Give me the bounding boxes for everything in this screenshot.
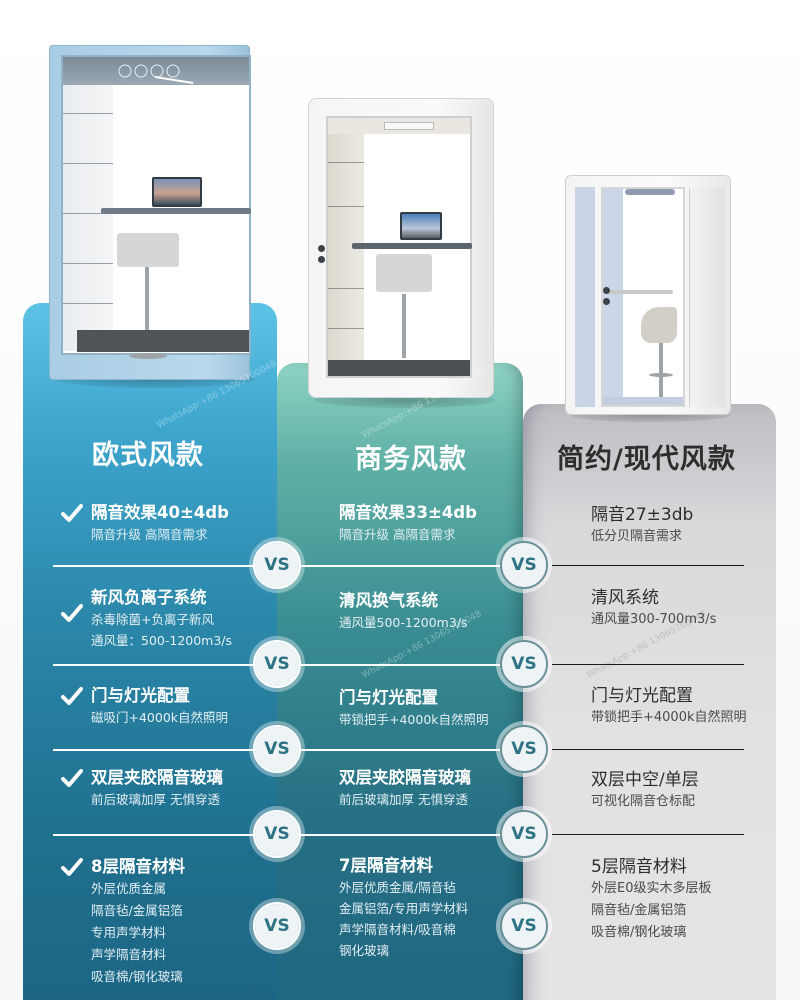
check-icon [61,858,83,876]
feature-detail: 专用声学材料 [91,925,167,940]
business-feature-ventilation: 清风换气系统 通风量500-1200m3/s [339,590,468,634]
feature-detail: 杀毒除菌+负离子新风 [91,612,214,627]
feature-detail: 通风量：500-1200m3/s [91,633,233,648]
business-booth-image [308,98,494,398]
vs-badge: VS [249,806,305,862]
feature-detail: 通风量300-700m3/s [591,612,717,627]
feature-title: 7层隔音材料 [339,856,433,875]
vs-badge: VS [496,721,552,777]
check-icon [61,504,83,522]
modern-feature-door-lighting: 门与灯光配置 带锁把手+4000k自然照明 [591,685,747,729]
feature-detail: 吸音棉/钢化玻璃 [91,969,183,984]
modern-style-heading: 简约/现代风款 [557,444,736,475]
vs-badge: VS [249,537,305,593]
european-style-heading: 欧式风款 [92,440,204,471]
feature-title: 双层中空/单层 [591,770,699,790]
ceiling-control-panel [63,57,249,85]
feature-title: 双层夹胶隔音玻璃 [339,768,471,787]
feature-detail: 带锁把手+4000k自然照明 [591,710,747,725]
feature-title: 8层隔音材料 [91,857,185,876]
feature-title: 清风换气系统 [339,591,438,610]
feature-title: 5层隔音材料 [591,857,687,877]
feature-title: 隔音27±3db [591,505,694,525]
feature-detail: 可视化隔音仓标配 [591,794,696,809]
vs-badge: VS [496,537,552,593]
vs-badge: VS [496,898,552,954]
european-booth-image [49,45,251,380]
feature-title: 清风系统 [591,588,659,608]
european-feature-door-lighting: 门与灯光配置 磁吸门+4000k自然照明 [61,685,229,729]
vs-badge: VS [496,636,552,692]
feature-title: 门与灯光配置 [339,688,438,707]
european-style-panel [23,303,277,1000]
european-feature-materials: 8层隔音材料 外层优质金属 隔音毡/金属铝箔 专用声学材料 声学隔音材料 吸音棉… [61,856,185,988]
feature-title: 门与灯光配置 [591,686,693,706]
vs-badge: VS [496,806,552,862]
door-handle-icon [318,245,325,252]
feature-detail: 前后玻璃加厚 无惧穿透 [339,792,468,807]
feature-title: 隔音效果33±4db [339,503,477,522]
feature-detail: 声学隔音材料 [91,947,167,962]
modern-feature-sound-insulation: 隔音27±3db 低分贝隔音需求 [591,504,693,548]
feature-detail: 低分贝隔音需求 [591,529,683,544]
modern-feature-materials: 5层隔音材料 外层E0级实木多层板 隔音毡/金属铝箔 吸音棉/钢化玻璃 [591,856,712,944]
feature-detail: 外层优质金属 [91,881,167,896]
feature-detail: 钢化玻璃 [339,943,390,958]
row-divider [552,834,744,836]
vs-badge: VS [249,636,305,692]
feature-detail: 隔音升级 高隔音需求 [339,527,456,542]
feature-detail: 吸音棉/钢化玻璃 [591,925,687,940]
feature-detail: 外层E0级实木多层板 [591,881,712,896]
check-icon [61,604,83,622]
feature-detail: 带锁把手+4000k自然照明 [339,712,489,727]
feature-detail: 通风量500-1200m3/s [339,615,468,630]
feature-detail: 外层优质金属/隔音毡 [339,880,456,895]
feature-detail: 前后玻璃加厚 无惧穿透 [91,792,220,807]
feature-detail: 隔音毡/金属铝箔 [91,903,183,918]
business-feature-glass: 双层夹胶隔音玻璃 前后玻璃加厚 无惧穿透 [339,767,471,811]
feature-title: 门与灯光配置 [91,686,190,705]
feature-title: 双层夹胶隔音玻璃 [91,768,223,787]
business-style-heading: 商务风款 [355,444,467,475]
vs-badge: VS [249,898,305,954]
european-feature-ventilation: 新风负离子系统 杀毒除菌+负离子新风 通风量：500-1200m3/s [61,587,233,651]
check-icon [61,687,83,705]
feature-detail: 隔音升级 高隔音需求 [91,527,208,542]
feature-detail: 声学隔音材料/吸音棉 [339,922,456,937]
check-icon [61,769,83,787]
european-feature-glass: 双层夹胶隔音玻璃 前后玻璃加厚 无惧穿透 [61,767,223,811]
modern-feature-glass: 双层中空/单层 可视化隔音仓标配 [591,769,699,813]
modern-feature-ventilation: 清风系统 通风量300-700m3/s [591,587,716,631]
feature-detail: 隔音毡/金属铝箔 [591,903,687,918]
business-feature-sound-insulation: 隔音效果33±4db 隔音升级 高隔音需求 [339,502,477,546]
business-feature-door-lighting: 门与灯光配置 带锁把手+4000k自然照明 [339,687,489,731]
vs-badge: VS [249,721,305,777]
modern-booth-image [565,175,731,415]
business-feature-materials: 7层隔音材料 外层优质金属/隔音毡 金属铝箔/专用声学材料 声学隔音材料/吸音棉… [339,855,468,961]
feature-title: 隔音效果40±4db [91,503,229,522]
european-feature-sound-insulation: 隔音效果40±4db 隔音升级 高隔音需求 [61,502,229,546]
modern-style-panel [523,404,776,1000]
feature-detail: 磁吸门+4000k自然照明 [91,710,229,725]
feature-title: 新风负离子系统 [91,588,207,607]
business-style-panel [277,363,523,1000]
row-divider [552,749,744,751]
row-divider [552,565,744,567]
row-divider [552,664,744,666]
feature-detail: 金属铝箔/专用声学材料 [339,901,469,916]
